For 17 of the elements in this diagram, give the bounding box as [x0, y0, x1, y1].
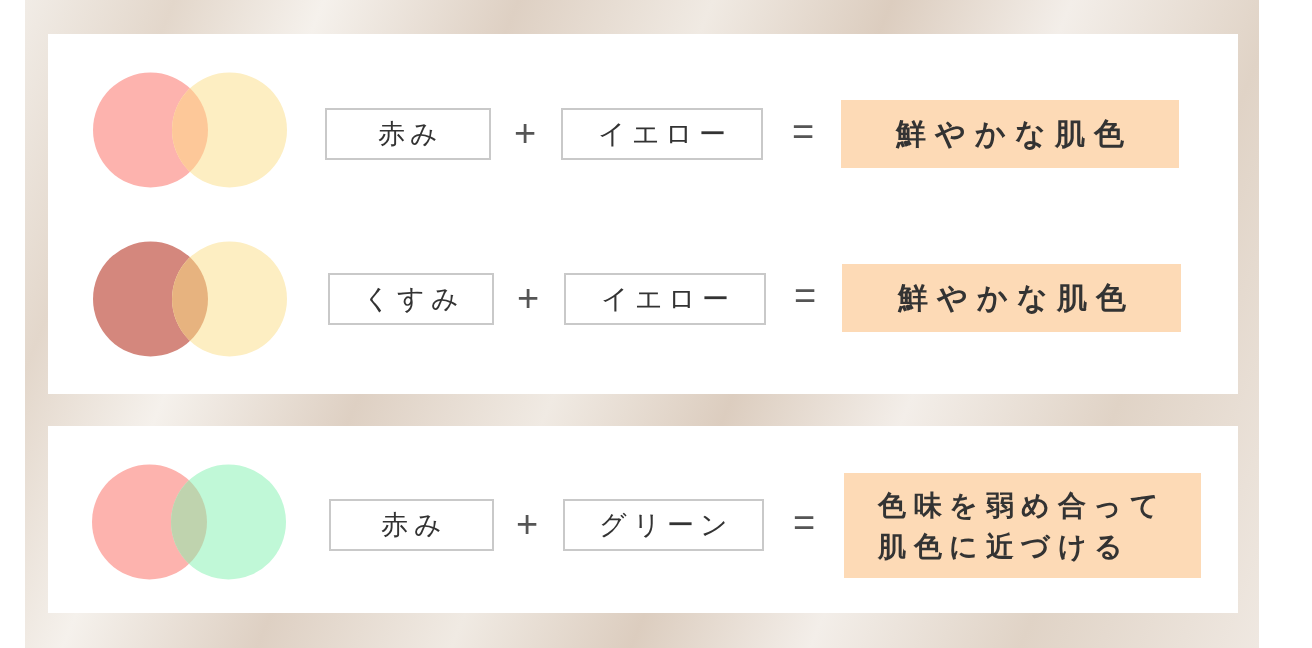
plus-sign: +	[515, 505, 539, 543]
equals-sign: =	[791, 113, 815, 151]
panel	[48, 426, 1238, 613]
equals-sign: =	[793, 277, 817, 315]
term-box: 赤み	[325, 108, 491, 160]
panel	[48, 34, 1238, 394]
result-box: 色味を弱め合って肌色に近づける	[844, 473, 1201, 578]
equals-sign: =	[792, 504, 816, 542]
plus-sign: +	[516, 279, 540, 317]
term-box: イエロー	[561, 108, 763, 160]
term-box: イエロー	[564, 273, 766, 325]
term-box: くすみ	[328, 273, 494, 325]
plus-sign: +	[513, 114, 537, 152]
term-box: 赤み	[329, 499, 494, 551]
term-box: グリーン	[563, 499, 764, 551]
result-box: 鮮やかな肌色	[841, 100, 1179, 168]
result-box: 鮮やかな肌色	[842, 264, 1181, 332]
